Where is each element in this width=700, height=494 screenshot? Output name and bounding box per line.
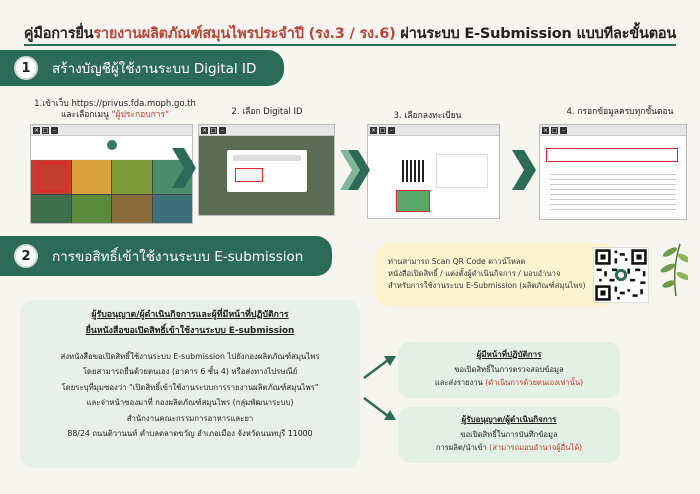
- window-controls: × □ –: [31, 125, 192, 136]
- register-page: [368, 136, 499, 218]
- maximize-icon: □: [551, 126, 558, 134]
- highlight-box: [37, 162, 67, 192]
- step2-band: 2 การขอสิทธิ์เข้าใช้งานระบบ E-submission: [0, 236, 332, 276]
- caption-1-highlight: "ผู้ประกอบการ": [111, 110, 170, 120]
- minimize-icon: –: [388, 126, 395, 134]
- panel-body-line-3: โดยระบุที่มุมซองว่า "เปิดสิทธิ์เข้าใช้งา…: [61, 383, 319, 392]
- step1-label: สร้างบัญชีผู้ใช้งานระบบ Digital ID: [52, 61, 257, 77]
- progress-steps: [546, 148, 678, 162]
- branch-arrow-up: [363, 356, 396, 379]
- digital-id-option: [235, 168, 263, 182]
- qr-code-icon: [593, 247, 649, 303]
- panel-body-line-1: ส่งหนังสือขอเปิดสิทธิ์ใช้งานระบบ E-submi…: [60, 352, 320, 361]
- screenshot-fill-form: × □ –: [539, 124, 687, 220]
- website-tiles: [31, 160, 192, 223]
- operator-line-2: และส่งรายงาน (ดำเนินการด้วยตนเองเท่านั้น…: [398, 376, 620, 389]
- window-controls: × □ –: [368, 125, 499, 136]
- operator-note: (ดำเนินการด้วยตนเองเท่านั้น): [485, 378, 584, 387]
- qr-login-icon: [402, 160, 424, 182]
- form-page: [540, 136, 686, 219]
- dialog-title: [233, 155, 301, 161]
- website-header: [31, 140, 192, 160]
- screenshot-register: × □ –: [367, 124, 500, 219]
- operator-box: ผู้มีหน้าที่ปฏิบัติการ ขอเปิดสิทธิ์ในการ…: [398, 342, 620, 398]
- licensee-box: ผู้รับอนุญาต/ผู้ดำเนินกิจการ ขอเปิดสิทธิ…: [398, 407, 620, 463]
- close-icon: ×: [542, 126, 549, 134]
- minimize-icon: –: [219, 126, 226, 134]
- title-suffix: ผ่านระบบ E-Submission แบบทีละขั้นตอน: [395, 26, 677, 42]
- qr-line-2: หนังสือเปิดสิทธิ์ / แต่งตั้งผู้ดำเนินกิจ…: [388, 269, 561, 278]
- tile-8: [152, 194, 192, 223]
- page-title: คู่มือการยื่นรายงานผลิตภัณฑ์สมุนไพรประจำ…: [0, 22, 700, 45]
- minimize-icon: –: [51, 126, 58, 134]
- licensee-line-1: ขอเปิดสิทธิ์ในการบันทึกข้อมูล: [460, 430, 558, 439]
- operator-line-1: ขอเปิดสิทธิ์ในการตรวจสอบข้อมูล: [454, 365, 564, 374]
- tile-5: [31, 194, 71, 223]
- step1-band: 1 สร้างบัญชีผู้ใช้งานระบบ Digital ID: [0, 50, 284, 86]
- panel-body-line-5: สำนักงานคณะกรรมการอาหารและยา: [126, 414, 254, 423]
- step2-number: 2: [14, 244, 38, 268]
- maximize-icon: □: [379, 126, 386, 134]
- panel-body-line-4: และจ่าหน้าซองมาที่ กองผลิตภัณฑ์สมุนไพร (…: [86, 398, 294, 407]
- screenshot-digital-id: × □ –: [198, 124, 335, 216]
- tile-6: [71, 194, 111, 223]
- close-icon: ×: [33, 126, 40, 134]
- tile-3: [112, 160, 152, 194]
- panel-body-line-2: โดยสามารถยื่นด้วยตนเอง (อาคาร 6 ชั้น 4) …: [82, 367, 298, 376]
- step1-caption-1: 1.เข้าเว็บ https://privus.fda.moph.go.th…: [30, 99, 200, 121]
- login-dialog: [227, 150, 307, 192]
- maximize-icon: □: [42, 126, 49, 134]
- chevron-right-icon: [340, 150, 370, 190]
- qr-panel: [376, 243, 616, 307]
- submission-instructions-panel: [20, 300, 360, 468]
- caption-1-line1: 1.เข้าเว็บ https://privus.fda.moph.go.th: [34, 99, 196, 109]
- licensee-line-2: การผลิต/นำเข้า (สามารถมอบอำนาจผู้อื่นได้…: [398, 441, 620, 454]
- screenshot-fda-website: × □ –: [30, 124, 193, 224]
- licensee-heading: ผู้รับอนุญาต/ผู้ดำเนินกิจการ: [461, 415, 557, 424]
- register-button: [396, 190, 430, 212]
- qr-line-1: ท่านสามารถ Scan QR Code ดาวน์โหลด: [388, 257, 526, 266]
- title-highlight: รายงานผลิตภัณฑ์สมุนไพรประจำปี (รง.3 / รง…: [93, 26, 396, 42]
- window-controls: × □ –: [540, 125, 686, 136]
- step1-caption-3: 3. เลือกลงทะเบียน: [393, 111, 462, 121]
- panel-body-line-6: 88/24 ถนนติวานนท์ ตำบลตลาดขวัญ อำเภอเมือ…: [67, 429, 313, 438]
- tile-7: [112, 194, 152, 223]
- minimize-icon: –: [560, 126, 567, 134]
- close-icon: ×: [201, 126, 208, 134]
- leaf-decoration-icon: [660, 243, 688, 296]
- qr-panel-text: ท่านสามารถ Scan QR Code ดาวน์โหลด หนังสื…: [388, 256, 585, 292]
- title-divider: [24, 44, 676, 46]
- licensee-line-2-text: การผลิต/นำเข้า: [435, 443, 490, 452]
- login-form: [436, 154, 488, 188]
- step1-caption-2: 2. เลือก Digital ID: [231, 107, 303, 117]
- chevron-right-icon: [172, 148, 196, 188]
- tile-2: [71, 160, 111, 194]
- window-controls: × □ –: [199, 125, 334, 136]
- step1-number: 1: [14, 56, 38, 80]
- title-prefix: คู่มือการยื่น: [23, 26, 94, 42]
- panel-heading-2: ยื่นหนังสือขอเปิดสิทธิ์เข้าใช้งานระบบ E-…: [85, 326, 295, 336]
- operator-heading: ผู้มีหน้าที่ปฏิบัติการ: [476, 350, 542, 359]
- maximize-icon: □: [210, 126, 217, 134]
- chevron-right-icon: [512, 150, 536, 190]
- step2-label: การขอสิทธิ์เข้าใช้งานระบบ E-submission: [52, 249, 304, 265]
- caption-1-line2: และเลือกเมนู: [60, 110, 112, 120]
- operator-line-2-text: และส่งรายงาน: [434, 378, 486, 387]
- qr-line-3: สำหรับการใช้งานระบบ E-Submission (ผลิตภั…: [388, 281, 586, 290]
- panel-heading-1: ผู้รับอนุญาต/ผู้ดำเนินกิจการและผู้ที่มีห…: [91, 310, 289, 320]
- licensee-note: (สามารถมอบอำนาจผู้อื่นได้): [489, 443, 583, 452]
- close-icon: ×: [370, 126, 377, 134]
- form-text-lines: [550, 174, 676, 212]
- branch-arrow-down: [363, 397, 396, 420]
- dimmed-background: [199, 136, 334, 215]
- step1-caption-4: 4. กรอกข้อมูลครบทุกขั้นตอน: [566, 107, 674, 117]
- fda-logo-icon: [106, 140, 117, 150]
